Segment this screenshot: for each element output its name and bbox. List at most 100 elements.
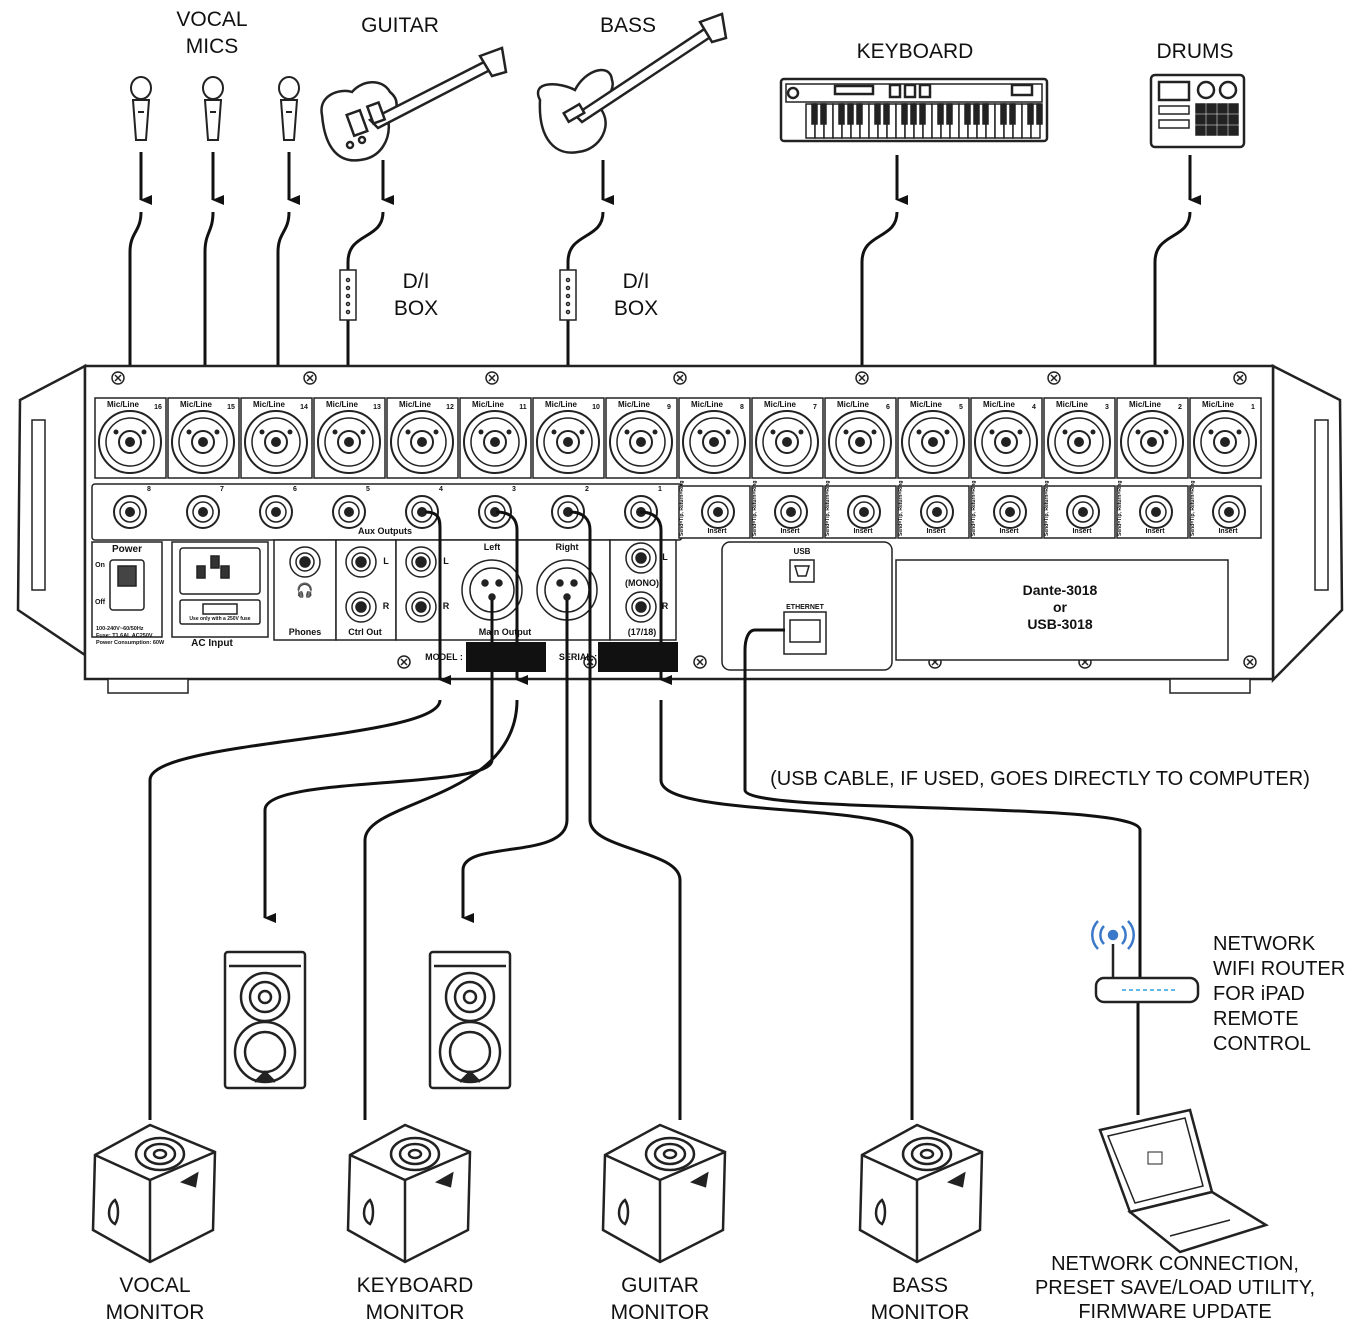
- mono-l: L: [662, 552, 668, 562]
- aux-number: 4: [439, 486, 443, 493]
- channel-number: 8: [740, 404, 744, 411]
- usb-port-label: USB: [793, 547, 811, 556]
- insert-note: Send=Tip, Return=Ring: [1117, 480, 1123, 536]
- ethernet-port-label: ETHERNET: [786, 604, 824, 611]
- channel-number: 6: [886, 404, 890, 411]
- serial-label: SERIAL :: [558, 652, 598, 662]
- insert-note: Send=Tip, Return=Ring: [1044, 480, 1050, 536]
- laptop-icon: [1098, 1108, 1269, 1254]
- input-label: Mic/Line: [836, 400, 869, 409]
- main-output-label: Main Output: [478, 627, 532, 637]
- vocal-mics-label: VOCAL MICS: [176, 8, 248, 58]
- insert-label: Insert: [1218, 528, 1238, 535]
- main-r: R: [442, 601, 450, 611]
- output-cables: [148, 510, 1142, 1120]
- input-label: Mic/Line: [1055, 400, 1088, 409]
- channel-number: 10: [592, 404, 600, 411]
- channel-number: 9: [667, 404, 671, 411]
- insert-label: Insert: [707, 528, 727, 535]
- channel-number: 1: [1251, 404, 1255, 411]
- insert-label: Insert: [999, 528, 1019, 535]
- aux-outputs-label: Aux Outputs: [358, 526, 412, 536]
- input-label: Mic/Line: [106, 400, 139, 409]
- drums-label: DRUMS: [1156, 40, 1234, 63]
- input-label: Mic/Line: [982, 400, 1015, 409]
- bass-icon: [536, 12, 728, 154]
- fuse-note: Use only with a 250V fuse: [189, 616, 251, 622]
- insert-label: Insert: [853, 528, 873, 535]
- channel-number: 14: [300, 404, 308, 411]
- insert-label: Insert: [1072, 528, 1092, 535]
- vocal-mic-icons: [130, 76, 300, 141]
- main-l: L: [443, 556, 449, 566]
- input-label: Mic/Line: [690, 400, 723, 409]
- guitar-icon: [320, 46, 508, 162]
- insert-note: Send=Tip, Return=Ring: [752, 480, 758, 536]
- bass-label: BASS: [599, 14, 657, 37]
- ac-input-label: AC Input: [191, 638, 233, 649]
- aux-number: 6: [293, 486, 297, 493]
- channel-number: 12: [446, 404, 454, 411]
- channel-number: 16: [154, 404, 162, 411]
- studio-speaker-icons: [223, 950, 512, 1090]
- insert-note: Send=Tip, Return=Ring: [1190, 480, 1196, 536]
- phones-label: Phones: [288, 627, 322, 637]
- wifi-router-icon: [1091, 920, 1200, 1004]
- input-label: Mic/Line: [763, 400, 796, 409]
- aux-number: 8: [147, 486, 151, 493]
- usb-cable-note: (USB CABLE, IF USED, GOES DIRECTLY TO CO…: [770, 768, 1310, 790]
- mono-label: (MONO): [625, 578, 659, 588]
- aux-number: 5: [366, 486, 370, 493]
- card-line-1: Dante-3018: [1022, 582, 1098, 598]
- insert-note: Send=Tip, Return=Ring: [825, 480, 831, 536]
- power-label: Power: [111, 544, 142, 555]
- aux-number: 1: [658, 486, 662, 493]
- input-cables: [128, 152, 1201, 440]
- channel-number: 13: [373, 404, 381, 411]
- ch-1718-label: (17/18): [627, 627, 657, 637]
- insert-label: Insert: [780, 528, 800, 535]
- bass-monitor-label: BASS MONITOR: [870, 1274, 970, 1324]
- guitar-label: GUITAR: [361, 14, 439, 37]
- di-box-icons: [339, 269, 577, 321]
- di-box-label-1: D/I BOX: [393, 270, 439, 320]
- card-line-3: USB-3018: [1027, 616, 1093, 632]
- specs-line-2: Fuse: T1.6AL AC250V: [96, 633, 153, 639]
- input-label: Mic/Line: [252, 400, 285, 409]
- input-label: Mic/Line: [325, 400, 358, 409]
- input-label: Mic/Line: [398, 400, 431, 409]
- insert-label: Insert: [1145, 528, 1165, 535]
- mono-r: R: [661, 601, 669, 611]
- specs-line-3: Power Consumption: 60W: [96, 640, 165, 646]
- floor-monitor: [858, 1123, 984, 1264]
- specs-line-1: 100-240V~60/50Hz: [96, 626, 144, 632]
- model-label: MODEL :: [425, 652, 463, 662]
- headphone-icon: 🎧: [296, 582, 314, 598]
- ctrl-out-label: Ctrl Out: [348, 627, 382, 637]
- channel-number: 7: [813, 404, 817, 411]
- di-box-label-2: D/I BOX: [613, 270, 659, 320]
- channel-number: 3: [1105, 404, 1109, 411]
- insert-note: Send=Tip, Return=Ring: [679, 480, 685, 536]
- input-label: Mic/Line: [1128, 400, 1161, 409]
- channel-number: 2: [1178, 404, 1182, 411]
- channel-number: 4: [1032, 404, 1036, 411]
- channel-number: 11: [519, 404, 527, 411]
- off-label: Off: [94, 599, 106, 606]
- router-note: NETWORK WIFI ROUTER FOR iPAD REMOTE CONT…: [1213, 933, 1346, 1055]
- ctrl-out-r: R: [382, 601, 390, 611]
- input-label: Mic/Line: [1201, 400, 1234, 409]
- floor-monitor: [601, 1123, 727, 1264]
- floor-monitor: [91, 1123, 217, 1264]
- aux-number: 7: [220, 486, 224, 493]
- channel-number: 5: [959, 404, 963, 411]
- aux-number: 3: [512, 486, 516, 493]
- computer-note: NETWORK CONNECTION, PRESET SAVE/LOAD UTI…: [1034, 1253, 1316, 1323]
- floor-monitor-icons: [91, 1123, 984, 1264]
- insert-label: Insert: [926, 528, 946, 535]
- insert-note: Send=Tip, Return=Ring: [971, 480, 977, 536]
- mixer-rear-panel: [16, 363, 1344, 694]
- guitar-monitor-label: GUITAR MONITOR: [610, 1274, 710, 1324]
